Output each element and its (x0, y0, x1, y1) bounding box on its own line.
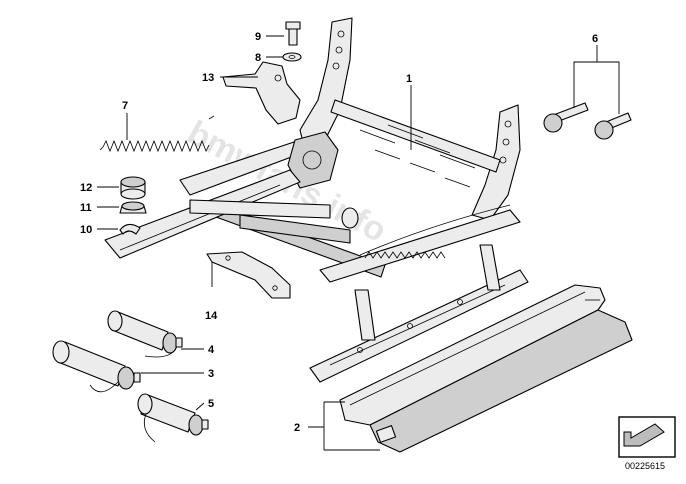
callout-7: 7 (122, 100, 128, 112)
part-2-trim-cover (339, 284, 633, 453)
part-10-clip (119, 223, 141, 235)
part-5-motor (137, 393, 209, 443)
callout-14: 14 (205, 310, 218, 322)
part-13-bracket (222, 61, 301, 125)
callout-2: 2 (294, 422, 300, 434)
callout-11: 11 (80, 202, 92, 214)
document-id: 00225615 (625, 461, 665, 471)
part-1-seat-frame (104, 17, 529, 383)
callout-leaders (97, 35, 620, 451)
part-9-bolt (285, 21, 301, 46)
part-3-motor (52, 340, 141, 393)
part-8-washer (282, 52, 302, 62)
nav-arrow-icon[interactable] (618, 416, 676, 458)
callout-13: 13 (202, 72, 214, 84)
callout-4: 4 (208, 344, 215, 356)
callout-numbers: 1 2 3 4 5 6 7 8 9 10 11 12 13 14 (80, 31, 598, 434)
callout-6: 6 (592, 33, 598, 45)
callout-12: 12 (80, 182, 92, 194)
part-11-nut (119, 201, 147, 214)
part-6-bolts (543, 102, 632, 140)
part-14-plate (206, 251, 291, 299)
callout-9: 9 (255, 31, 261, 43)
callout-8: 8 (255, 52, 261, 64)
part-4-motor (107, 310, 183, 358)
callout-3: 3 (208, 368, 214, 380)
callout-1: 1 (406, 73, 412, 85)
part-12-bushing (120, 176, 146, 200)
part-7-spring (99, 115, 215, 153)
callout-5: 5 (208, 398, 214, 410)
callout-10: 10 (80, 224, 92, 236)
